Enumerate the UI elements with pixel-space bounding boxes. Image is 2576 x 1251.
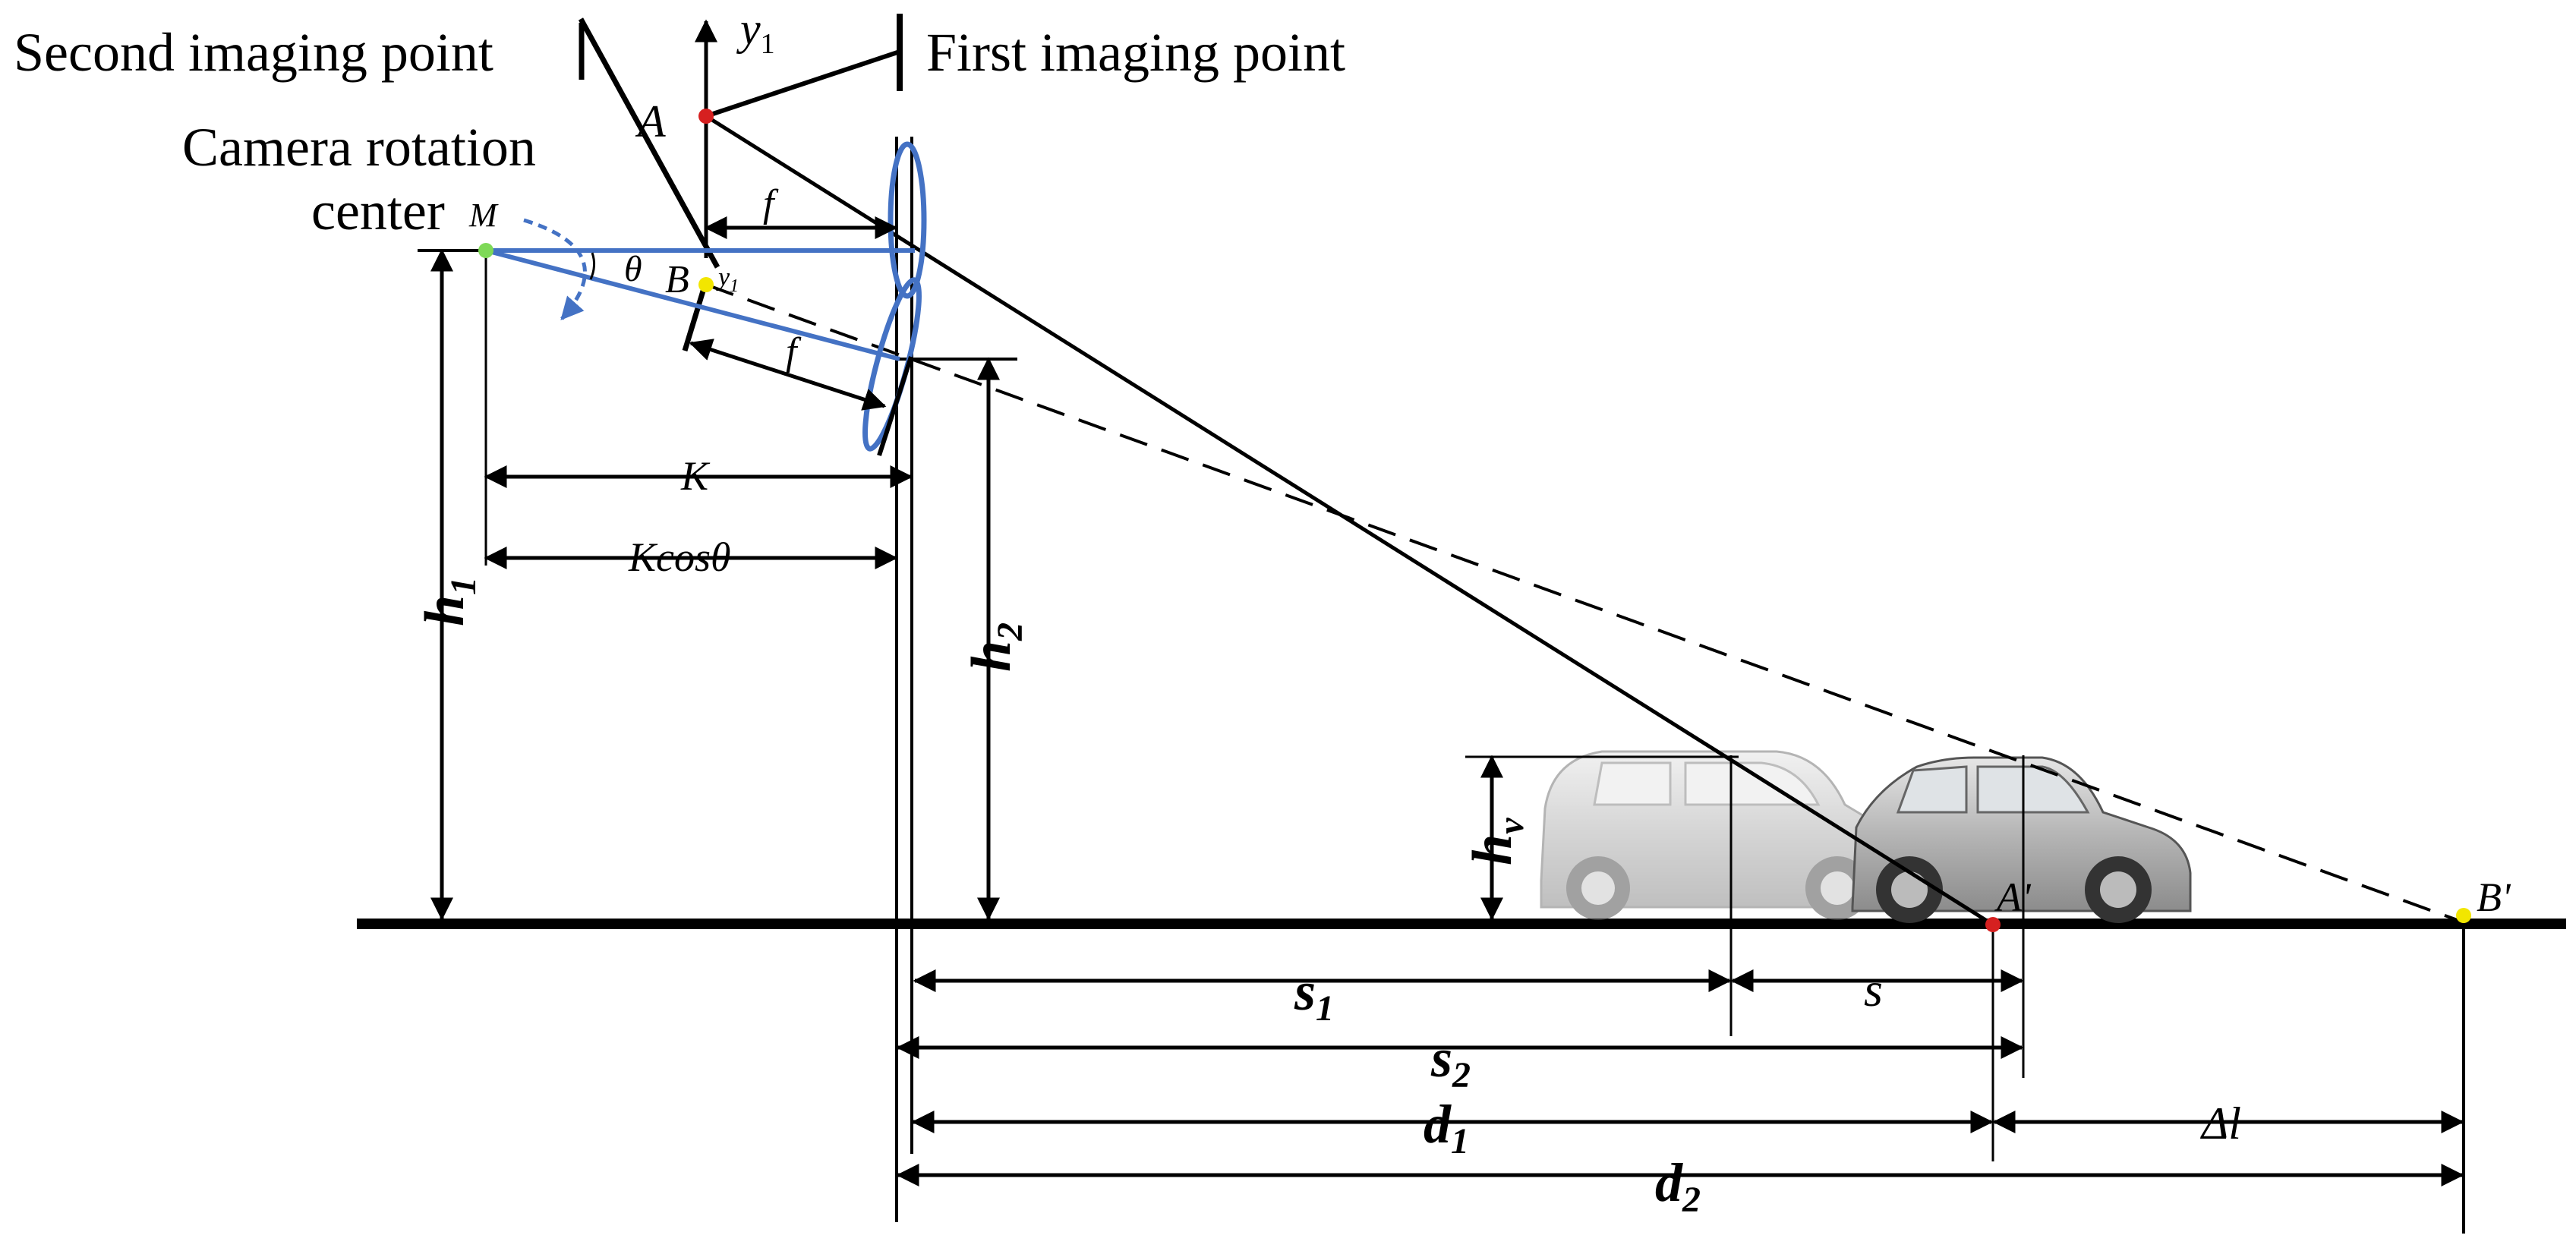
s1-label: s1 [1294, 961, 1334, 1029]
camera-lens-rotated-icon [862, 277, 922, 452]
curved-rotation-arrow-icon [523, 218, 587, 320]
d1-label: d1 [1424, 1094, 1469, 1161]
point-M-label: M [468, 197, 499, 234]
f-lower-arrow [689, 339, 887, 411]
ray-A-to-Aprime [705, 114, 1994, 927]
point-B-dot [698, 277, 714, 292]
first-imaging-point-label: First imaging point [926, 22, 1345, 83]
rotation-center-label-2: center [311, 181, 445, 241]
d2-label: d2 [1655, 1152, 1701, 1220]
first-imaging-connector [705, 49, 900, 118]
y1-axis-label: y1 [736, 4, 775, 60]
f-upper-label: f [763, 182, 779, 225]
hv-label: hv [1461, 818, 1531, 865]
delta-l-label: Δl [2200, 1098, 2241, 1149]
point-A-label: A [635, 96, 666, 147]
s2-label: s2 [1430, 1028, 1471, 1095]
point-A-dot [698, 109, 714, 124]
point-Bprime-dot [2456, 908, 2471, 923]
K-label: K [680, 453, 711, 499]
point-B-label: B [665, 258, 689, 301]
second-imaging-plane-lower [682, 287, 707, 352]
theta-label: θ [624, 249, 642, 289]
h2-label: h2 [960, 622, 1030, 672]
f-lower-label: f [786, 330, 802, 373]
Aprime-label: A' [1994, 874, 2032, 920]
y1-small-label: y1 [716, 263, 739, 296]
point-Aprime-dot [1985, 917, 2001, 932]
rotation-center-label-1: Camera rotation [182, 117, 536, 178]
second-imaging-plane [578, 17, 720, 269]
rotated-lens-plane [877, 356, 913, 456]
Bprime-label: B' [2477, 874, 2511, 920]
car-front-icon [1851, 756, 2192, 923]
h1-label: h1 [414, 577, 484, 626]
second-imaging-point-label: Second imaging point [14, 22, 493, 83]
Kcos-label: Kcosθ [628, 534, 731, 580]
s-label: s [1864, 963, 1883, 1016]
theta-arc [589, 252, 596, 280]
point-M-dot [478, 243, 493, 258]
